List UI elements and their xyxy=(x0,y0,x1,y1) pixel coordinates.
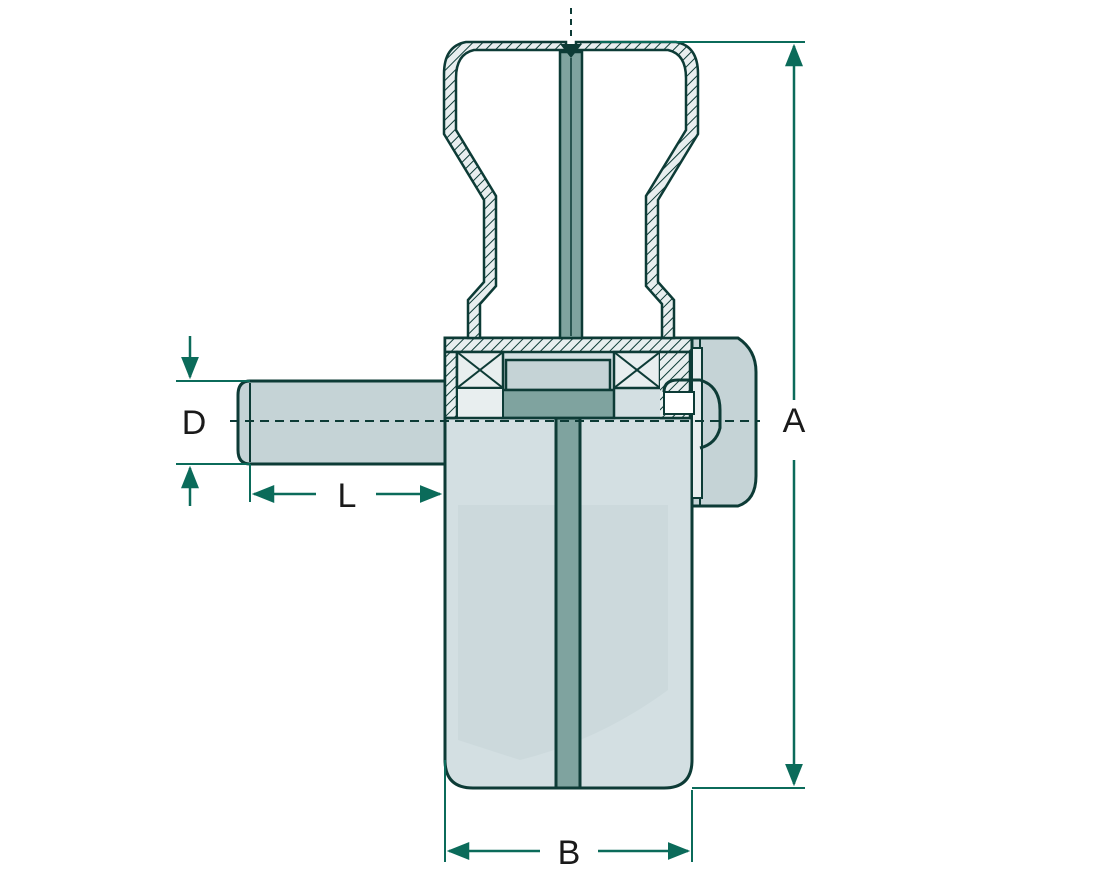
top-handle xyxy=(442,8,700,340)
side-cap xyxy=(660,336,758,508)
center-rod xyxy=(554,416,582,790)
hub-lower xyxy=(500,388,616,420)
shaft xyxy=(236,379,447,466)
hub-upper xyxy=(504,358,612,392)
dimension-l: L xyxy=(249,464,443,515)
label-l: L xyxy=(338,477,357,515)
dimension-a: A xyxy=(600,41,806,789)
dimension-d: D xyxy=(176,336,250,506)
label-b: B xyxy=(558,834,581,872)
label-d: D xyxy=(182,404,207,442)
bearing-section xyxy=(443,336,694,420)
dimension-b: B xyxy=(444,760,693,872)
label-a: A xyxy=(783,402,806,440)
